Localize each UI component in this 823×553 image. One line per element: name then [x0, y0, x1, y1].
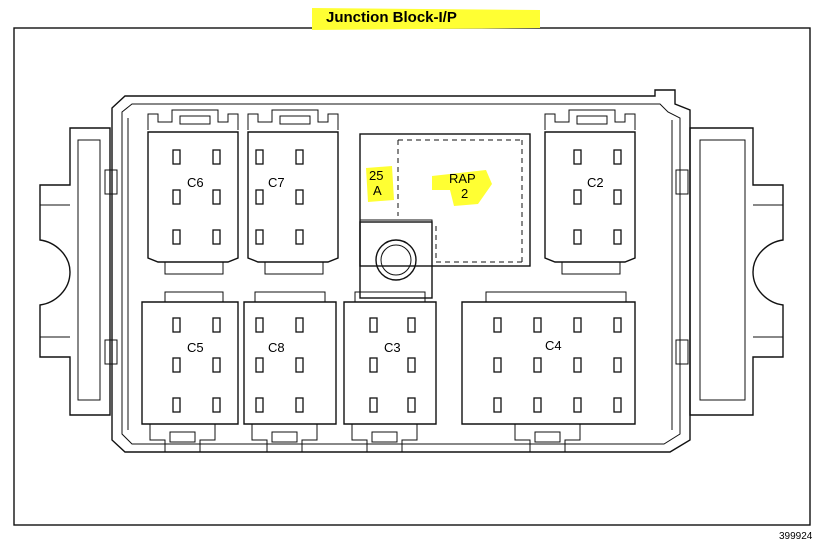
connector-c8-label: C8	[268, 340, 285, 355]
connector-c2: C2	[544, 131, 636, 275]
connector-c4-label: C4	[545, 338, 562, 353]
junction-block-body	[104, 89, 691, 453]
figure-number: 399924	[779, 531, 813, 542]
connector-c2-label: C2	[587, 175, 604, 190]
bottom-latches	[149, 424, 581, 453]
connector-c7-label: C7	[268, 175, 285, 190]
relay-label: RAP	[449, 171, 476, 186]
title-highlight	[312, 8, 540, 30]
figure-title: Junction Block-I/P	[326, 9, 457, 26]
left-mounting-bracket	[39, 127, 111, 416]
fuse-rating-unit: A	[373, 183, 382, 198]
connector-c7: C7	[247, 131, 339, 275]
connector-c3: C3	[343, 291, 437, 425]
connector-c8: C8	[243, 291, 337, 425]
relay-number: 2	[461, 186, 468, 201]
connector-c5: C5	[141, 291, 239, 425]
top-latches	[147, 109, 636, 130]
right-mounting-bracket	[689, 127, 784, 416]
connector-c6: C6	[147, 131, 239, 275]
connector-c6-label: C6	[187, 175, 204, 190]
relay-highlight	[432, 170, 492, 206]
connector-c3-label: C3	[384, 340, 401, 355]
connector-c4: C4	[461, 291, 636, 425]
fuse-relay-block	[359, 133, 531, 299]
fuse-highlight	[366, 166, 394, 202]
fuse-rating-number: 25	[369, 168, 383, 183]
connector-c5-label: C5	[187, 340, 204, 355]
